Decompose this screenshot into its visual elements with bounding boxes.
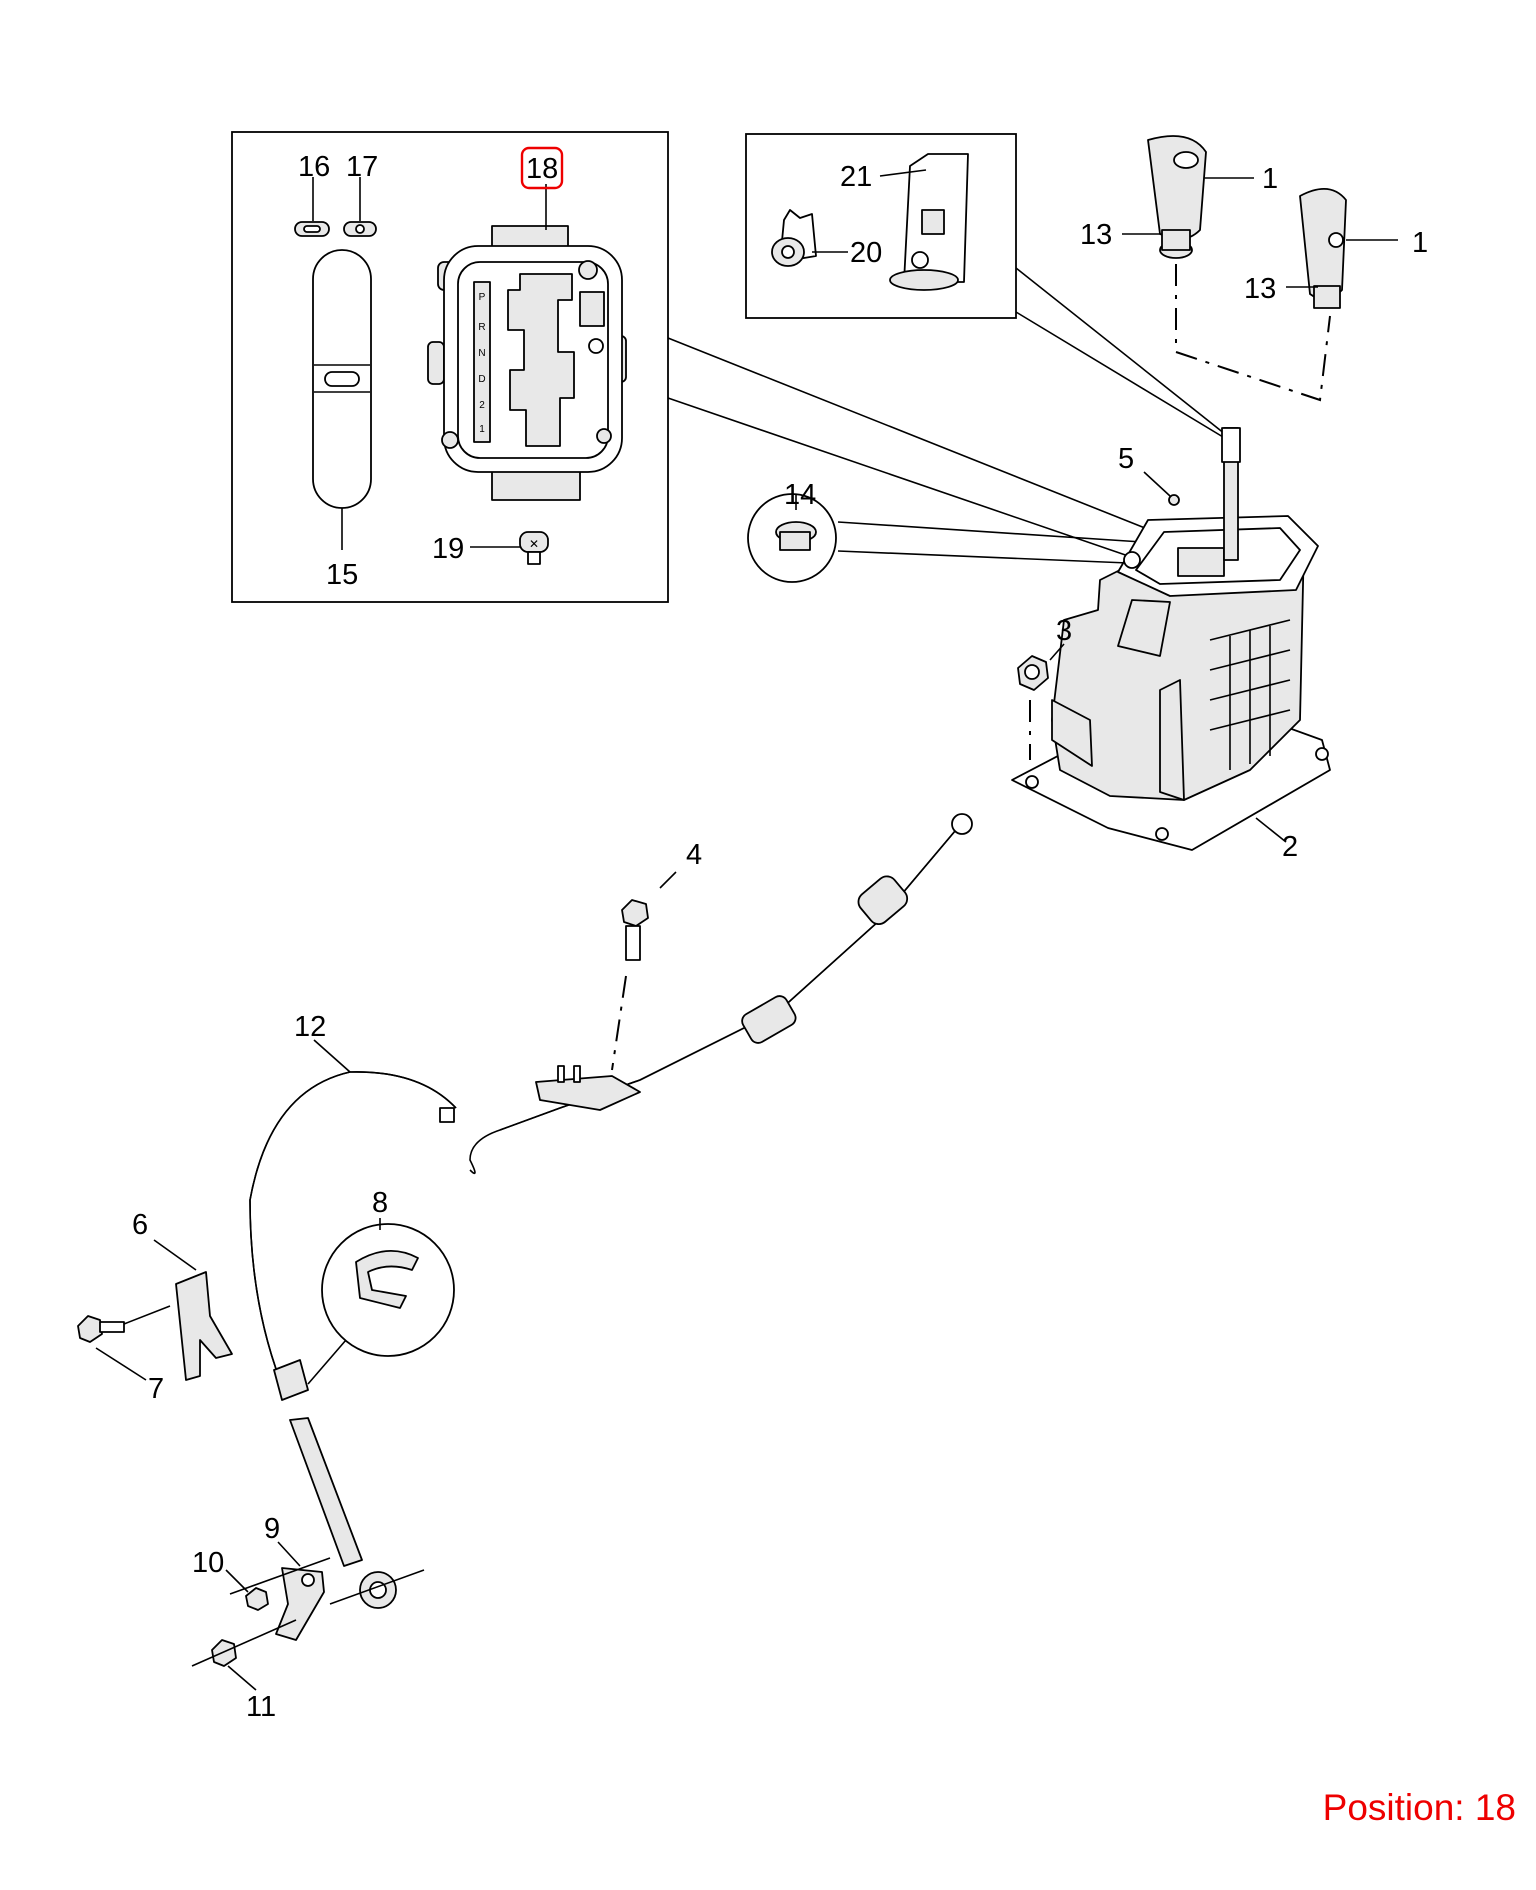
- callout-8[interactable]: 8: [372, 1187, 388, 1219]
- part-7-bolt[interactable]: [77, 1315, 125, 1343]
- inset-box-bezel: [231, 131, 669, 603]
- position-label: Position: 18: [1323, 1787, 1516, 1828]
- part-12-shift-cable[interactable]: [249, 813, 973, 1609]
- callout-14[interactable]: 14: [784, 479, 816, 511]
- gear-letter-n: N: [478, 348, 485, 359]
- svg-text:✕: ✕: [529, 537, 539, 551]
- callout-4[interactable]: 4: [686, 839, 702, 871]
- gear-indicator-letters: P R N D 2 1: [478, 292, 485, 435]
- part-6-bracket[interactable]: [175, 1271, 233, 1381]
- callout-3[interactable]: 3: [1056, 615, 1072, 647]
- callout-10[interactable]: 10: [192, 1547, 224, 1579]
- callout-11[interactable]: 11: [246, 1691, 276, 1723]
- callout-16[interactable]: 16: [298, 151, 330, 183]
- part-17-plug[interactable]: [343, 221, 377, 237]
- callout-18[interactable]: 18: [526, 153, 558, 185]
- callout-21[interactable]: 21: [840, 161, 872, 193]
- callout-2[interactable]: 2: [1282, 831, 1298, 863]
- shift-lever-rod: [1221, 427, 1241, 561]
- callout-13b[interactable]: 13: [1244, 273, 1276, 305]
- callout-9[interactable]: 9: [264, 1513, 280, 1545]
- callout-15[interactable]: 15: [326, 559, 358, 591]
- gear-letter-1: 1: [479, 424, 485, 435]
- callout-20[interactable]: 20: [850, 237, 882, 269]
- part-20-lock-cylinder[interactable]: [771, 209, 817, 267]
- gear-letter-r: R: [478, 322, 485, 333]
- part-1-shift-knob-a[interactable]: [1147, 135, 1207, 259]
- callout-1b[interactable]: 1: [1412, 227, 1428, 259]
- part-11-nut[interactable]: [211, 1639, 237, 1667]
- part-8-clip-detail[interactable]: [321, 1223, 455, 1357]
- part-10-nut[interactable]: [245, 1587, 269, 1611]
- part-5-screw[interactable]: [1168, 494, 1180, 506]
- part-2-shifter-assembly[interactable]: [1011, 515, 1331, 851]
- callout-6[interactable]: 6: [132, 1209, 148, 1241]
- callout-17[interactable]: 17: [346, 151, 378, 183]
- part-18-shift-bezel[interactable]: [427, 225, 627, 501]
- part-1-shift-knob-b[interactable]: [1299, 188, 1347, 309]
- part-19-screw[interactable]: ✕: [519, 531, 549, 565]
- highlight-box-18: [520, 146, 564, 190]
- gear-letter-2: 2: [479, 400, 485, 411]
- part-4-bolt[interactable]: [621, 899, 649, 961]
- callout-13a[interactable]: 13: [1080, 219, 1112, 251]
- part-21-lock-housing[interactable]: [889, 153, 969, 291]
- gear-letter-d: D: [478, 374, 485, 385]
- shifter-grid-ribs: [1209, 619, 1291, 770]
- part-9-lever[interactable]: [275, 1567, 325, 1641]
- callout-19[interactable]: 19: [432, 533, 464, 565]
- callout-12[interactable]: 12: [294, 1011, 326, 1043]
- inset-box-lock: [745, 133, 1017, 319]
- part-15-trim-strip[interactable]: [312, 249, 372, 509]
- part-3-nut[interactable]: [1017, 655, 1049, 691]
- gear-letter-p: P: [479, 292, 486, 303]
- callout-7[interactable]: 7: [148, 1373, 164, 1405]
- part-16-plug[interactable]: [294, 221, 330, 237]
- callout-5[interactable]: 5: [1118, 443, 1134, 475]
- callout-1a[interactable]: 1: [1262, 163, 1278, 195]
- part-14-detail-circle[interactable]: [747, 493, 837, 583]
